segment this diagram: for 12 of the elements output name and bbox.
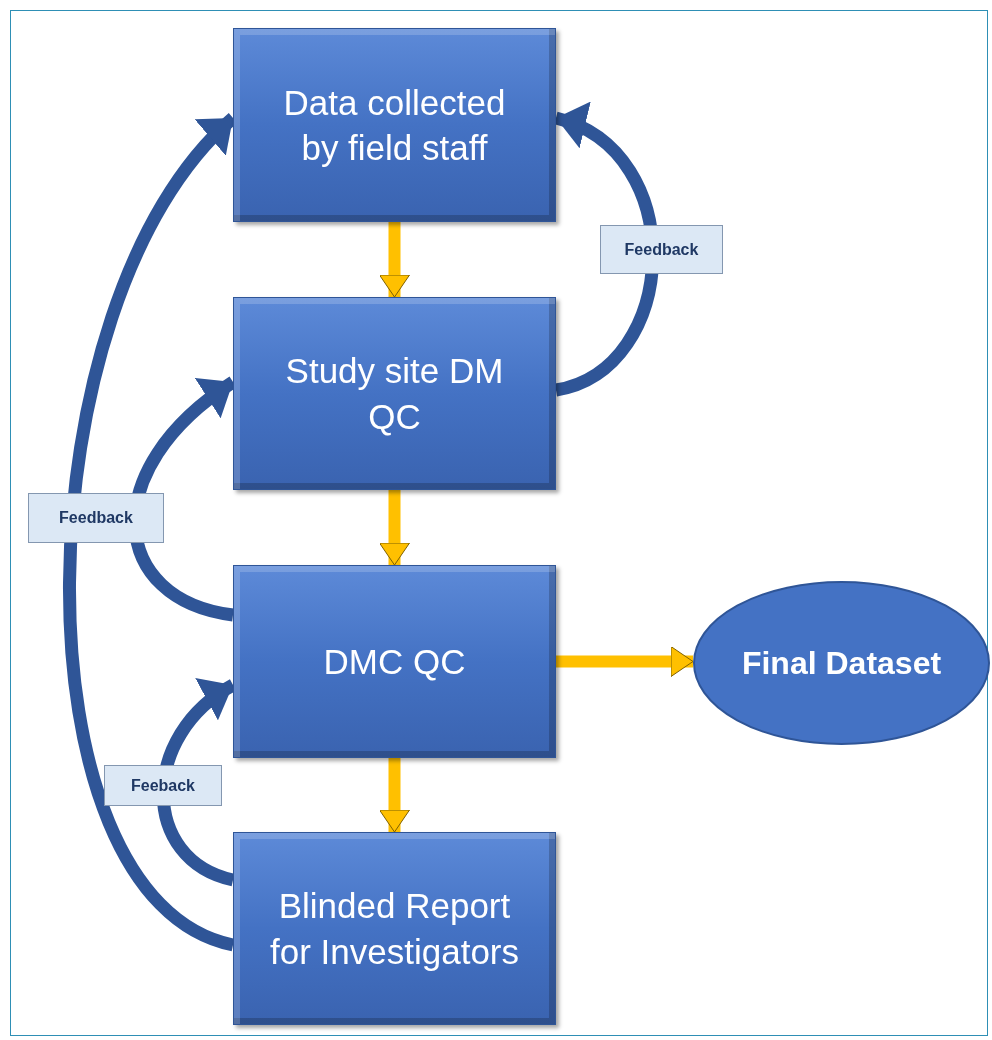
process-box — [233, 297, 556, 490]
node-label: Study site DM QC — [284, 350, 505, 438]
process-box — [233, 28, 556, 222]
node-label: Final Dataset — [741, 644, 942, 682]
node-label: DMC QC — [323, 640, 466, 683]
edge-label: Feedback — [28, 493, 164, 543]
terminal-ellipse — [693, 581, 990, 745]
node-label: Data collected by field staff — [282, 81, 507, 169]
process-box — [233, 565, 556, 758]
node-label: Blinded Report for Investigators — [269, 885, 520, 973]
edge-label: Feeback — [104, 765, 222, 806]
process-box — [233, 832, 556, 1025]
